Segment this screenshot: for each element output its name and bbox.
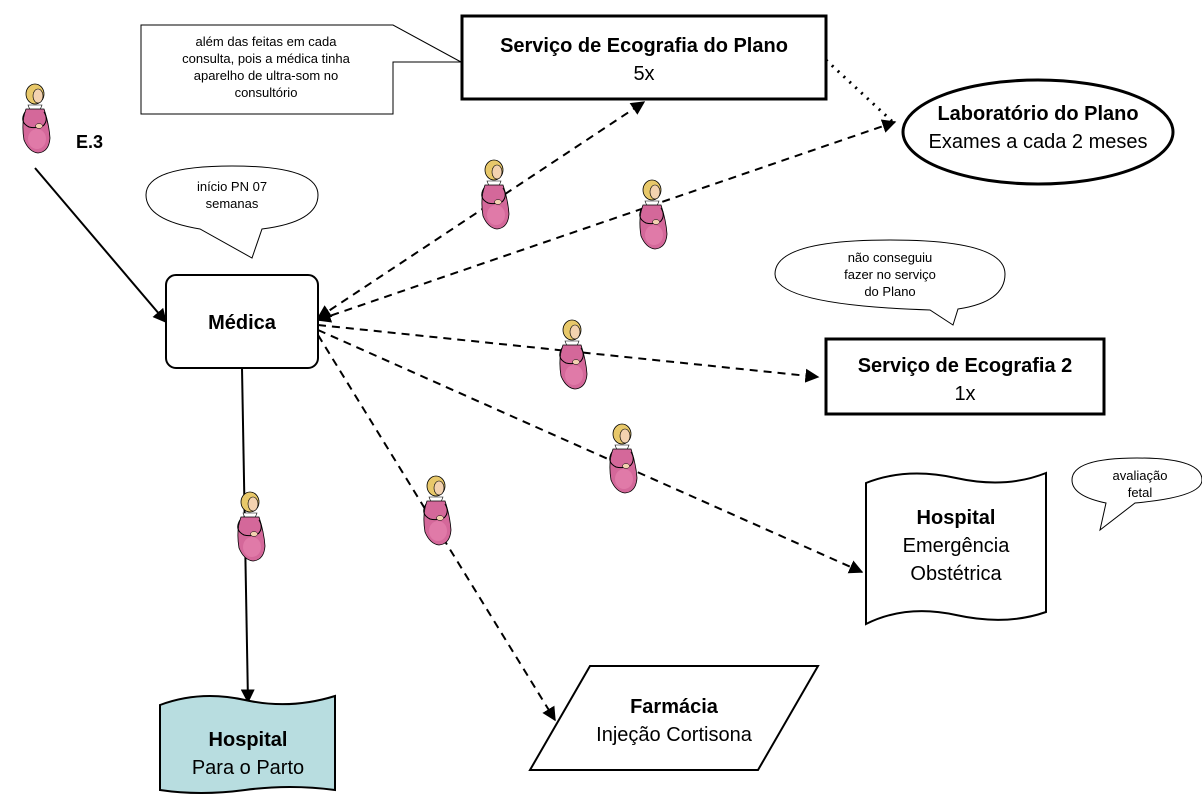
hospital-emergencia-line2: Emergência (903, 535, 1011, 557)
hospital-parto-title: Hospital (209, 729, 288, 751)
callout-nao-conseguiu: não conseguiu fazer no serviço do Plano (774, 239, 1006, 326)
patient-figures (22, 83, 668, 562)
node-hospital-emergencia: Hospital Emergência Obstétrica (865, 471, 1047, 626)
node-eco-plano: Serviço de Ecografia do Plano 5x (460, 14, 828, 101)
pregnant-woman-icon (423, 475, 452, 546)
pregnant-woman-icon (22, 83, 51, 154)
node-farmacia: Farmácia Injeção Cortisona (528, 665, 820, 771)
eco-plano-title: Serviço de Ecografia do Plano (500, 35, 788, 57)
pregnant-woman-icon (481, 159, 510, 230)
inicio-pn-line1: início PN 07 (197, 179, 267, 194)
avaliacao-line2: fetal (1128, 485, 1153, 500)
edge-medica-to-eco-plano (316, 101, 646, 319)
callout-inicio-pn: início PN 07 semanas (145, 165, 319, 259)
node-medica: Médica (165, 274, 319, 369)
callout-avaliacao: avaliação fetal (1071, 457, 1202, 532)
pregnant-woman-icon (559, 319, 588, 390)
farmacia-subtitle: Injeção Cortisona (596, 724, 753, 746)
hospital-parto-subtitle: Para o Parto (192, 757, 304, 779)
nao-conseguiu-line1: não conseguiu (848, 250, 933, 265)
pregnant-woman-icon (237, 491, 266, 562)
eco-2-subtitle: 1x (954, 383, 975, 405)
eco-note-line2: consulta, pois a médica tinha (182, 51, 350, 66)
eco-2-title: Serviço de Ecografia 2 (858, 355, 1073, 377)
node-eco-2: Serviço de Ecografia 2 1x (824, 337, 1106, 416)
hospital-emergencia-line3: Obstétrica (910, 563, 1002, 585)
edge-eco-plano-to-lab (824, 58, 897, 126)
avaliacao-line1: avaliação (1113, 468, 1168, 483)
inicio-pn-line2: semanas (206, 196, 259, 211)
pregnant-woman-icon (609, 423, 638, 494)
eco-note-line3: aparelho de ultra-som no (194, 68, 339, 83)
patient-label: E.3 (76, 132, 103, 152)
callout-eco-note: além das feitas em cada consulta, pois a… (140, 24, 462, 115)
lab-plano-title: Laboratório do Plano (937, 103, 1138, 125)
eco-plano-subtitle: 5x (633, 63, 654, 85)
medica-title: Médica (208, 312, 277, 334)
edge-e3-to-medica (34, 167, 167, 324)
pregnant-woman-icon (639, 179, 668, 250)
lab-plano-subtitle: Exames a cada 2 meses (929, 131, 1148, 153)
connectors (34, 58, 897, 722)
node-lab-plano: Laboratório do Plano Exames a cada 2 mes… (901, 78, 1175, 186)
nao-conseguiu-line3: do Plano (864, 284, 915, 299)
edge-medica-to-lab (316, 119, 897, 323)
node-hospital-parto: Hospital Para o Parto (159, 694, 336, 794)
eco-note-line4: consultório (235, 85, 298, 100)
farmacia-title: Farmácia (630, 696, 719, 718)
eco-note-line1: além das feitas em cada (196, 34, 338, 49)
nao-conseguiu-line2: fazer no serviço (844, 267, 936, 282)
hospital-emergencia-title: Hospital (917, 507, 996, 529)
edge-medica-to-hospital-emergencia (317, 329, 864, 574)
